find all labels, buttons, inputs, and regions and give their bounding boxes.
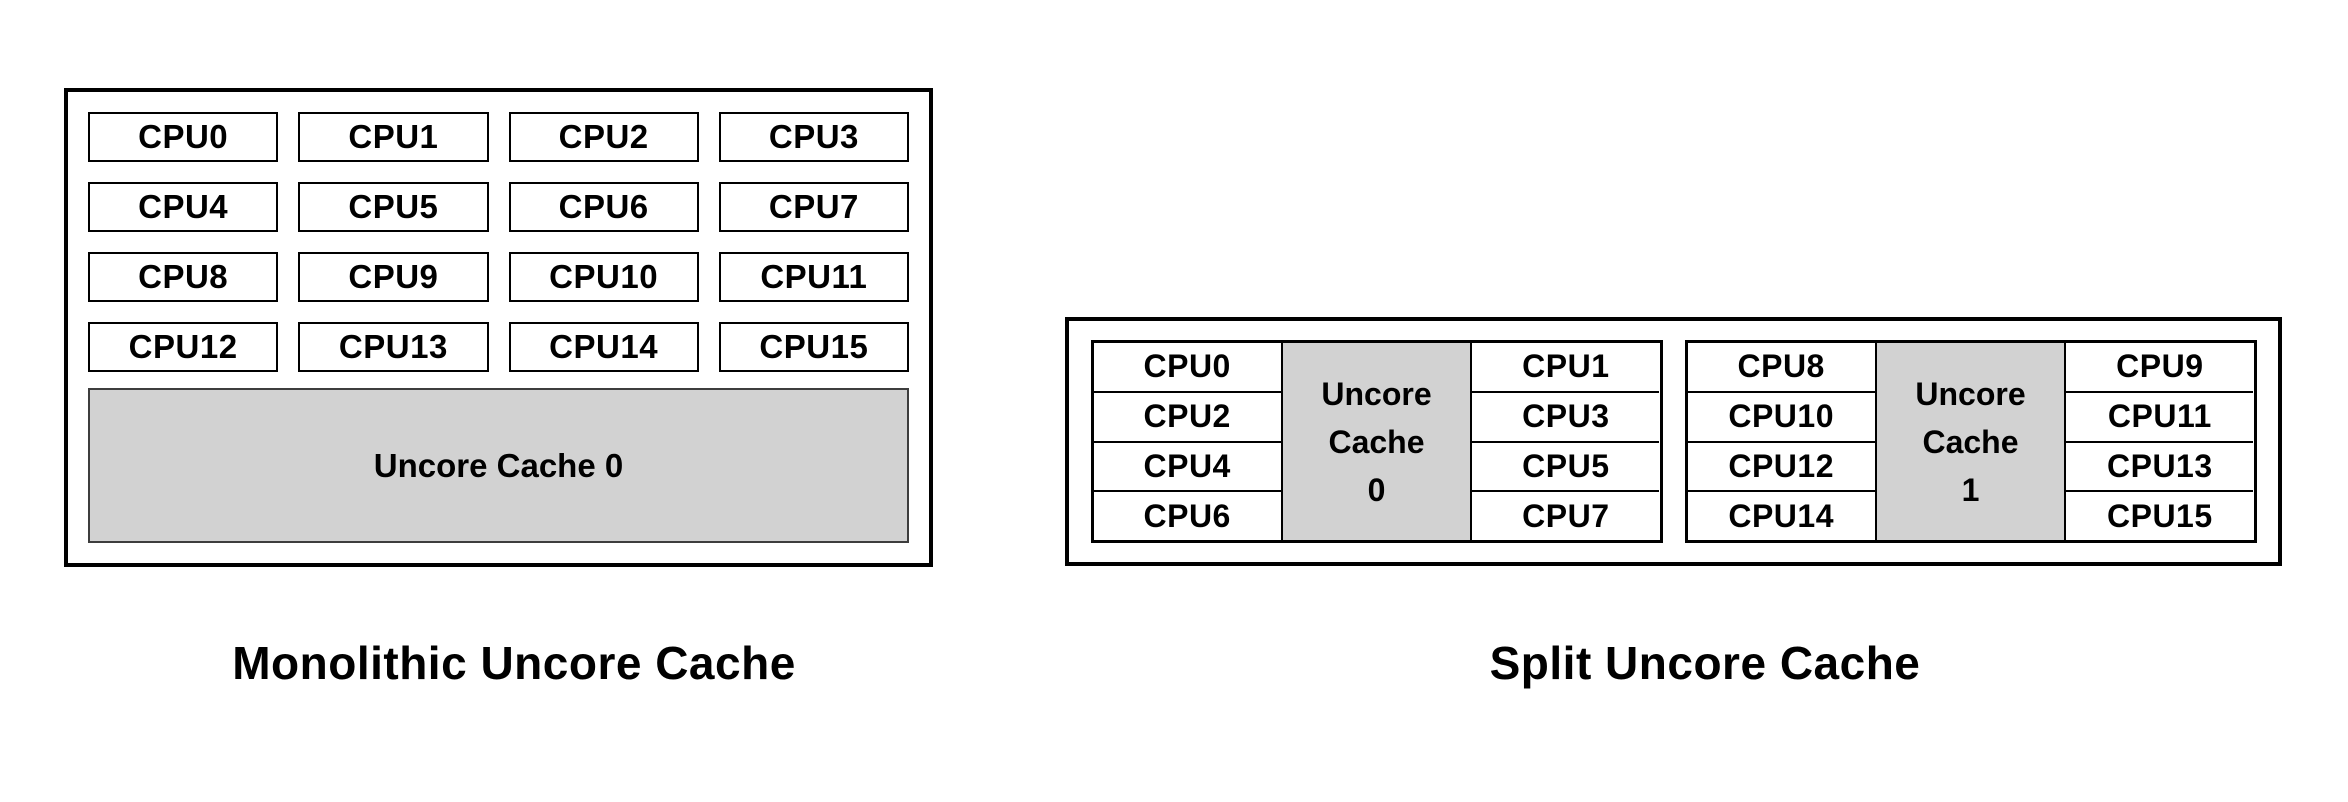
- cluster1-right-cpu-column: CPU9 CPU11 CPU13 CPU15: [2066, 343, 2254, 540]
- uncore-cache-0-box: Uncore Cache 0: [88, 388, 909, 543]
- cpu-box: CPU3: [1472, 392, 1660, 443]
- cpu-grid: CPU0 CPU1 CPU2 CPU3 CPU4 CPU5 CPU6 CPU7 …: [88, 112, 909, 372]
- cpu-box: CPU5: [1472, 442, 1660, 493]
- split-diagram-title: Split Uncore Cache: [1489, 637, 1921, 689]
- cpu-box: CPU14: [508, 322, 699, 372]
- cpu-box: CPU11: [718, 252, 909, 302]
- cpu-box: CPU1: [298, 112, 489, 162]
- cpu-box: CPU4: [1093, 442, 1281, 493]
- split-diagram: CPU0 CPU2 CPU4 CPU6 Uncore Cache 0 CPU1 …: [1065, 317, 2282, 566]
- cpu-box: CPU13: [2066, 442, 2254, 493]
- cpu-box: CPU13: [298, 322, 489, 372]
- cpu-box: CPU7: [1472, 492, 1660, 540]
- cpu-box: CPU5: [298, 182, 489, 232]
- cpu-box: CPU0: [88, 112, 279, 162]
- cpu-box: CPU6: [1093, 492, 1281, 540]
- cpu-box: CPU7: [718, 182, 909, 232]
- cpu-box: CPU15: [2066, 492, 2254, 540]
- cpu-box: CPU10: [508, 252, 699, 302]
- cluster0-left-cpu-column: CPU0 CPU2 CPU4 CPU6: [1093, 343, 1283, 540]
- cpu-cluster-1: CPU8 CPU10 CPU12 CPU14 Uncore Cache 1 CP…: [1684, 340, 2257, 543]
- cpu-box: CPU0: [1093, 343, 1281, 393]
- cache-label-line: Uncore: [1915, 375, 2026, 412]
- cpu-box: CPU1: [1472, 343, 1660, 393]
- cache-label-line: 0: [1367, 471, 1386, 508]
- cpu-box: CPU11: [2066, 392, 2254, 443]
- cpu-box: CPU12: [1687, 442, 1875, 493]
- cpu-box: CPU2: [508, 112, 699, 162]
- cpu-box: CPU4: [88, 182, 279, 232]
- cpu-box: CPU3: [718, 112, 909, 162]
- cpu-box: CPU15: [718, 322, 909, 372]
- cpu-box: CPU6: [508, 182, 699, 232]
- cache-label-line: Cache: [1922, 423, 2019, 460]
- cpu-box: CPU2: [1093, 392, 1281, 443]
- uncore-cache-1-column: Uncore Cache 1: [1876, 343, 2067, 540]
- cpu-box: CPU9: [298, 252, 489, 302]
- cache-label-line: Uncore: [1321, 375, 1432, 412]
- cpu-box: CPU10: [1687, 392, 1875, 443]
- uncore-cache-0-column: Uncore Cache 0: [1282, 343, 1473, 540]
- cpu-box: CPU14: [1687, 492, 1875, 540]
- monolithic-diagram: CPU0 CPU1 CPU2 CPU3 CPU4 CPU5 CPU6 CPU7 …: [64, 88, 933, 567]
- cache-label-line: 1: [1961, 471, 1980, 508]
- cluster0-right-cpu-column: CPU1 CPU3 CPU5 CPU7: [1472, 343, 1660, 540]
- cpu-box: CPU12: [88, 322, 279, 372]
- cache-label-line: Cache: [1328, 423, 1425, 460]
- cpu-box: CPU8: [88, 252, 279, 302]
- cpu-box: CPU9: [2066, 343, 2254, 393]
- cpu-cluster-0: CPU0 CPU2 CPU4 CPU6 Uncore Cache 0 CPU1 …: [1090, 340, 1663, 543]
- cluster1-left-cpu-column: CPU8 CPU10 CPU12 CPU14: [1687, 343, 1877, 540]
- cpu-box: CPU8: [1687, 343, 1875, 393]
- monolithic-diagram-title: Monolithic Uncore Cache: [232, 637, 796, 689]
